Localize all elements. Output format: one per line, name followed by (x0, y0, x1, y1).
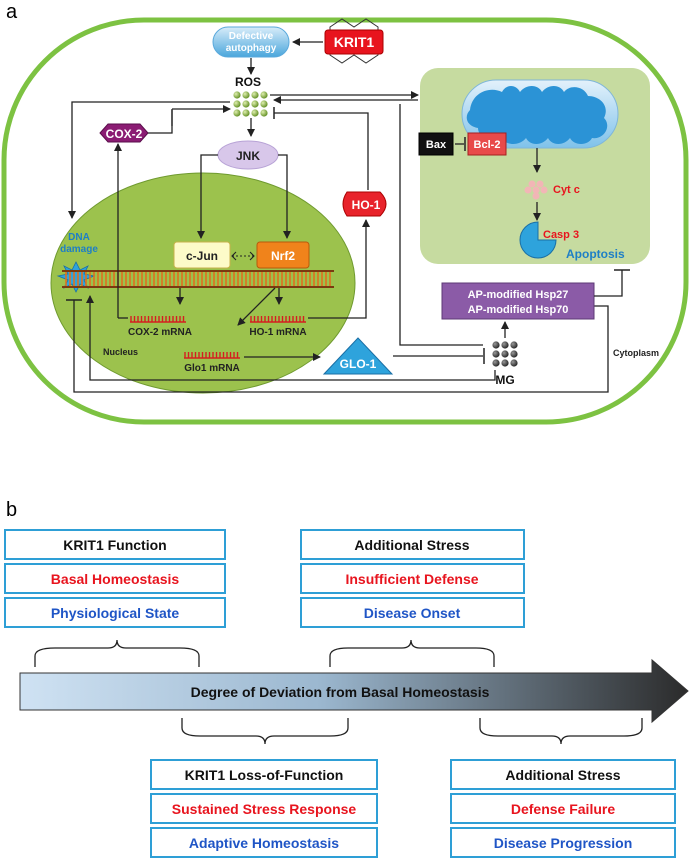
mg-label: MG (495, 373, 514, 387)
mg-molecules (492, 341, 518, 367)
ros-to-dna-damage-arrow (68, 101, 230, 219)
ho1-node: HO-1 (342, 191, 387, 217)
hsp-inhibits-apoptosis-line (594, 270, 623, 297)
nrf2-to-glo1-mrna-arrow (237, 287, 276, 326)
glo1-node: GLO-1 (322, 337, 394, 375)
mitochondrion (461, 79, 619, 149)
jnk-to-cjun-arrow (197, 154, 218, 239)
nrf2-node: Nrf2 (256, 241, 310, 269)
stage-2-outcome: Adaptive Homeostasis (189, 835, 339, 851)
dna-strand (62, 270, 334, 288)
ros-label: ROS (235, 75, 261, 89)
stage-2-state: Sustained Stress Response (172, 801, 357, 817)
casp3-label: Casp 3 (543, 229, 579, 241)
jnk-to-nrf2-arrow (278, 154, 291, 239)
stage-1-group: KRIT1 Function Basal Homeostasis Physiol… (4, 529, 226, 667)
stage-4-group: Additional Stress Defense Failure Diseas… (450, 718, 676, 858)
nucleus-label: Nucleus (103, 347, 138, 357)
stage-3-brace (329, 639, 495, 667)
cox2-label: COX-2 (106, 127, 143, 141)
stage-1-state: Basal Homeostasis (51, 571, 180, 587)
stage-1-title: KRIT1 Function (63, 537, 166, 553)
bax-node: Bax (418, 132, 454, 156)
cytoplasm-label: Cytoplasm (613, 348, 659, 358)
defective-autophagy-label-2: autophagy (226, 43, 277, 54)
panel-b-label: b (6, 499, 17, 521)
stage-3-state: Insufficient Defense (345, 571, 478, 587)
stage-3-group: Additional Stress Insufficient Defense D… (300, 529, 525, 667)
panel-a-label: a (6, 1, 18, 23)
hsp70-label: AP-modified Hsp70 (468, 304, 569, 316)
stage-1-brace (34, 639, 200, 667)
cytc-node: Cyt c (524, 180, 580, 200)
defective-autophagy-node: Defective autophagy (212, 26, 290, 58)
ho1-mrna: HO-1 mRNA (249, 316, 307, 338)
cytc-label: Cyt c (553, 184, 580, 196)
ho1-mrna-label: HO-1 mRNA (249, 327, 306, 338)
stage-4-state: Defense Failure (511, 801, 615, 817)
dna-damage-label-1: DNA (68, 232, 90, 243)
stage-4-brace (479, 718, 643, 745)
stage-4-outcome: Disease Progression (494, 835, 633, 851)
cjun-node: c-Jun (173, 241, 231, 269)
hsp-inhibits-dna-line (73, 300, 609, 393)
jnk-node: JNK (217, 140, 279, 170)
stage-4-title: Additional Stress (505, 767, 620, 783)
stage-1-outcome: Physiological State (51, 605, 180, 621)
jnk-label: JNK (236, 149, 260, 163)
krit1-label: KRIT1 (334, 34, 375, 50)
cjun-label: c-Jun (186, 249, 218, 263)
bcl2-label: Bcl-2 (474, 139, 501, 151)
bax-label: Bax (426, 139, 447, 151)
nrf2-label: Nrf2 (271, 249, 295, 263)
ho1-mrna-to-ho1-arrow (308, 219, 370, 319)
ros-molecules (233, 91, 268, 117)
bcl2-node: Bcl-2 (467, 132, 507, 156)
apoptosis-label: Apoptosis (566, 247, 625, 261)
cox2-mrna: COX-2 mRNA (128, 316, 192, 338)
cox2-link-line (148, 110, 173, 134)
ros-mg-link (399, 104, 483, 346)
stage-3-title: Additional Stress (354, 537, 469, 553)
cox2-mrna-label: COX-2 mRNA (128, 327, 192, 338)
deviation-arrow-label: Degree of Deviation from Basal Homeostas… (191, 684, 490, 700)
stage-3-outcome: Disease Onset (364, 605, 461, 621)
defective-autophagy-label-1: Defective (229, 31, 274, 42)
ho1-inhibits-ros-line (274, 112, 369, 190)
mg-to-dna-arrow (86, 295, 496, 381)
glo1-mrna: Glo1 mRNA (184, 352, 240, 374)
hsp27-label: AP-modified Hsp27 (468, 289, 569, 301)
stage-2-title: KRIT1 Loss-of-Function (185, 767, 344, 783)
cox2-node: COX-2 (99, 123, 149, 143)
nucleus (50, 172, 356, 394)
glo1-mrna-label: Glo1 mRNA (184, 363, 240, 374)
deviation-arrow: Degree of Deviation from Basal Homeostas… (19, 658, 689, 724)
stage-2-brace (181, 718, 349, 745)
krit1-node: KRIT1 (324, 18, 384, 64)
glo1-label: GLO-1 (340, 357, 377, 371)
ap-modified-hsp-box: AP-modified Hsp27 AP-modified Hsp70 (441, 282, 595, 320)
casp3-node: Casp 3 Apoptosis (519, 221, 625, 261)
stage-2-group: KRIT1 Loss-of-Function Sustained Stress … (150, 718, 378, 858)
casp3-pacman-icon (519, 221, 557, 259)
dna-damage-label-2: damage (60, 244, 98, 255)
ho1-label: HO-1 (352, 198, 381, 212)
